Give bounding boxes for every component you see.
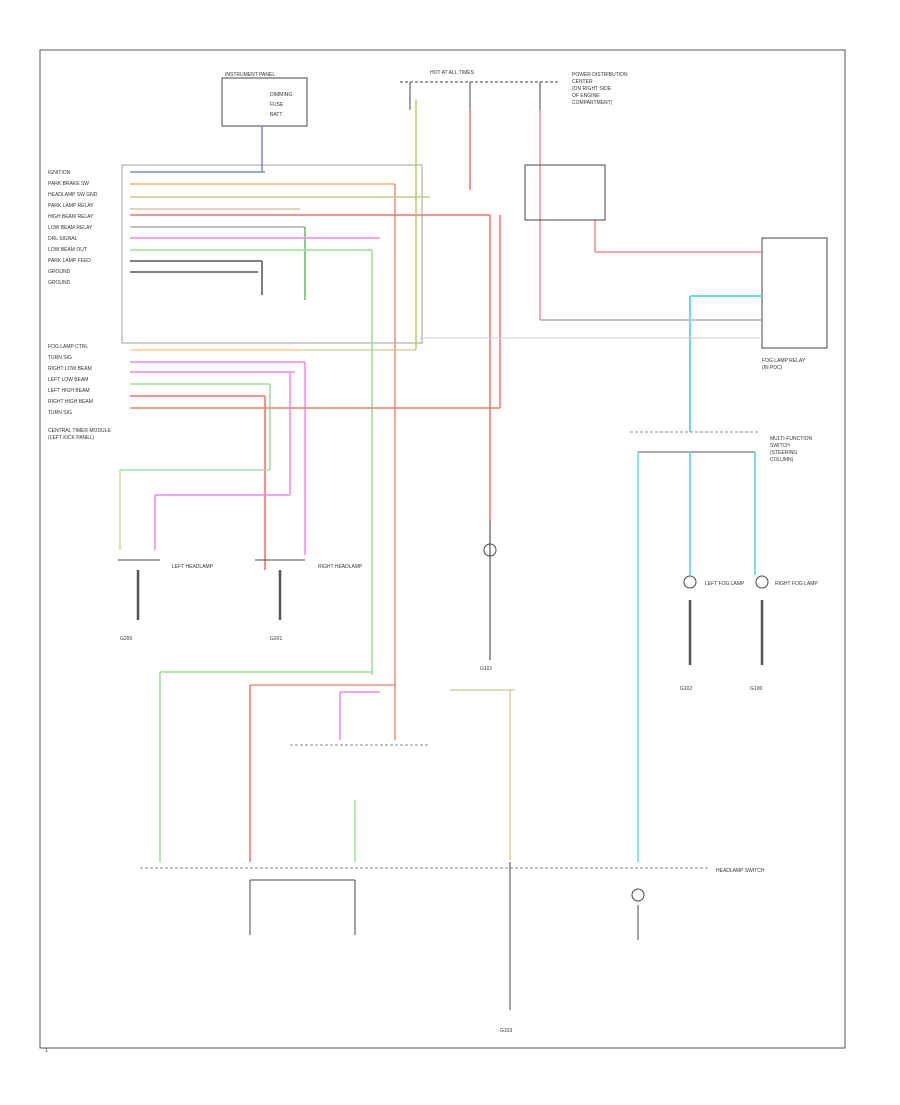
multifunction-label: COLUMN): [770, 457, 794, 463]
central-module-label: CENTRAL TIMER MODULE: [48, 428, 111, 434]
fog-lamp-left: [683, 575, 697, 589]
fog-relay-label: FOG LAMP RELAY: [762, 358, 806, 364]
right-headlamp-symbol: [255, 559, 305, 620]
pdc-note: COMPARTMENT): [572, 100, 613, 106]
right-headlamp-label: RIGHT HEADLAMP: [318, 564, 363, 570]
module-pin-label: TURN SIG: [48, 410, 72, 416]
module-pin-label: IGNITION: [48, 170, 71, 176]
ground-label: G200: [120, 636, 132, 642]
pdc-note: CENTER: [572, 79, 593, 85]
module-pin-label: FOG LAMP CTRL: [48, 344, 88, 350]
module-pin-label: LEFT HIGH BEAM: [48, 388, 90, 394]
relay-coil: [483, 543, 497, 557]
instrument-panel-box: [221, 77, 308, 127]
module-pin-label: PARK LAMP RELAY: [48, 203, 94, 209]
module-pin-label: LOW BEAM RELAY: [48, 225, 93, 231]
module-pin-label: TURN SIG: [48, 355, 72, 361]
module-pin-label: GROUND: [48, 280, 71, 286]
diagram-frame: [39, 49, 846, 1049]
page-number: 1: [45, 1048, 48, 1054]
module-pin-label: LOW BEAM OUT: [48, 247, 87, 253]
central-module-pins-top: IGNITION PARK BRAKE SW HEADLAMP SW GND PARK…: [48, 170, 98, 286]
ground-label: G100: [750, 686, 762, 692]
multifunction-label: MULTI-FUNCTION: [770, 436, 813, 442]
fuse-block: [524, 164, 606, 221]
module-pin-label: RIGHT LOW BEAM: [48, 366, 92, 372]
ground-label: G101: [480, 666, 492, 672]
module-pin-label: PARK BRAKE SW: [48, 181, 89, 187]
instrument-panel-sub: FUSE: [270, 102, 284, 108]
indicator-lamp: [631, 888, 645, 902]
headlamp-switch-label: HEADLAMP SWITCH: [716, 868, 765, 874]
module-pin-label: GROUND: [48, 269, 71, 275]
central-module-label: (LEFT KICK PANEL): [48, 435, 94, 441]
module-pin-label: PARK LAMP FEED: [48, 258, 91, 264]
module-pin-label: HEADLAMP SW GND: [48, 192, 98, 198]
fuse-box-title: HOT AT ALL TIMES: [430, 70, 475, 76]
pdc-note: OF ENGINE: [572, 93, 600, 99]
ground-label: G103: [500, 1028, 512, 1034]
multifunction-label: SWITCH: [770, 443, 790, 449]
fog-lamp-right: [755, 575, 769, 589]
module-pin-label: LEFT LOW BEAM: [48, 377, 88, 383]
ground-label: G102: [680, 686, 692, 692]
instrument-panel-sub: BATT: [270, 112, 282, 118]
module-pin-label: RIGHT HIGH BEAM: [48, 399, 93, 405]
left-headlamp-label: LEFT HEADLAMP: [172, 564, 214, 570]
fog-relay-box: [761, 237, 828, 349]
central-module-box: [121, 164, 423, 344]
multifunction-label: (STEERING: [770, 450, 797, 456]
module-pin-label: DRL SIGNAL: [48, 236, 78, 242]
pdc-note: POWER DISTRIBUTION: [572, 72, 628, 78]
pdc-note: (ON RIGHT SIDE: [572, 86, 612, 92]
instrument-panel-sub: DIMMING: [270, 92, 292, 98]
module-pin-label: HIGH BEAM RELAY: [48, 214, 94, 220]
fog-relay-label: (IN PDC): [762, 365, 783, 371]
instrument-panel-label: INSTRUMENT PANEL: [225, 72, 275, 78]
fog-lamp-label: RIGHT FOG LAMP: [775, 581, 818, 587]
ground-label: G201: [270, 636, 282, 642]
central-module-pins-bottom: FOG LAMP CTRL TURN SIG RIGHT LOW BEAM LEFT …: [48, 344, 93, 416]
fog-lamp-label: LEFT FOG LAMP: [705, 581, 745, 587]
left-headlamp-symbol: [118, 559, 160, 620]
